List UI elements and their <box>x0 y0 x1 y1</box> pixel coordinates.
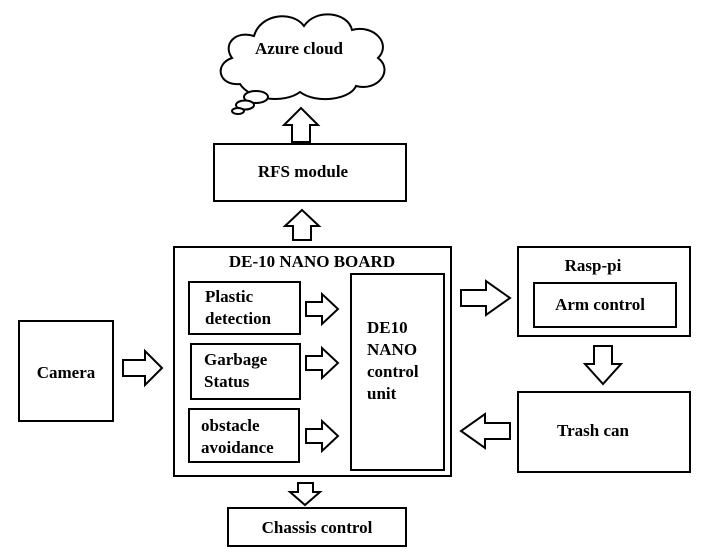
trash-can-label: Trash can <box>557 421 629 440</box>
control-unit-line-2: NANO <box>367 340 417 359</box>
arrow-garbage-to-control <box>305 345 340 381</box>
azure-cloud-node: Azure cloud <box>219 13 386 115</box>
arrow-rasp-to-trash <box>582 345 624 386</box>
rasp-pi-node: Rasp-pi Arm control <box>517 246 691 337</box>
cloud-bubble-small <box>231 107 245 115</box>
arrow-board-to-chassis <box>287 482 323 507</box>
de10-board-title: DE-10 NANO BOARD <box>229 252 395 271</box>
arm-control-box <box>533 282 677 328</box>
trash-can-node: Trash can <box>517 391 691 473</box>
arrow-obstacle-to-control <box>305 418 340 454</box>
plastic-detection-box <box>188 281 301 335</box>
control-unit-line-4: unit <box>367 384 397 403</box>
control-unit-line-1: DE10 <box>367 318 408 337</box>
trash-can-box <box>517 391 691 473</box>
obstacle-avoidance-line-1: obstacle <box>201 416 260 435</box>
arrow-plastic-to-control <box>305 291 340 327</box>
obstacle-avoidance-line-2: avoidance <box>201 438 274 457</box>
de10-board-node: DE-10 NANO BOARD Plastic detection Garba… <box>173 246 452 477</box>
arm-control-label: Arm control <box>555 295 645 314</box>
rasp-pi-label: Rasp-pi <box>565 256 622 275</box>
arrow-board-to-rfs <box>282 208 322 241</box>
azure-cloud-label: Azure cloud <box>255 39 344 58</box>
camera-box <box>18 320 114 422</box>
chassis-control-node: Chassis control <box>227 507 407 547</box>
plastic-detection-line-2: detection <box>205 309 272 328</box>
control-unit-box <box>350 273 445 471</box>
control-unit-line-3: control <box>367 362 419 381</box>
garbage-status-line-1: Garbage <box>204 350 268 369</box>
arrow-board-to-rasp <box>460 279 512 317</box>
chassis-control-label: Chassis control <box>262 518 373 537</box>
camera-node: Camera <box>18 320 114 422</box>
plastic-detection-line-1: Plastic <box>205 287 254 306</box>
garbage-status-line-2: Status <box>204 372 250 391</box>
rfs-module-node: RFS module <box>213 143 407 202</box>
rfs-module-label: RFS module <box>258 162 349 181</box>
arrow-trash-to-board <box>459 412 511 450</box>
camera-label: Camera <box>37 363 96 382</box>
arrow-rfs-to-cloud <box>281 106 321 143</box>
chassis-control-box <box>227 507 407 547</box>
obstacle-avoidance-box <box>188 408 300 463</box>
cloud-shape <box>219 13 386 101</box>
rfs-module-box <box>213 143 407 202</box>
garbage-status-box <box>190 343 301 400</box>
arrow-camera-to-board <box>122 348 164 388</box>
cloud-bubble-large <box>243 90 269 104</box>
